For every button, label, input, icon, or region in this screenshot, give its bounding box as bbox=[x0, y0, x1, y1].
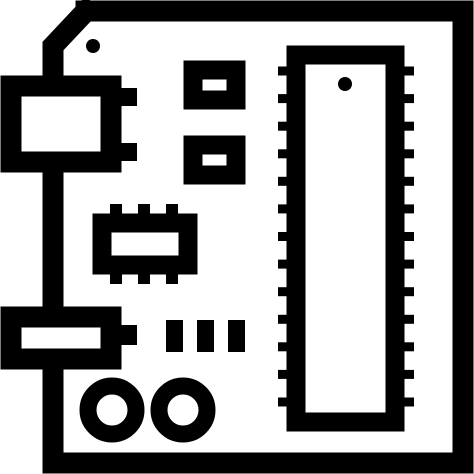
large-ic-chip-pin-right-11 bbox=[394, 342, 414, 352]
large-ic-chip-pin-left-7 bbox=[278, 232, 298, 241]
resistor-bar-1 bbox=[166, 320, 183, 352]
edge-connector-top-pin-1 bbox=[111, 88, 137, 106]
large-ic-chip-body bbox=[286, 45, 405, 432]
large-ic-chip-pin-right-1 bbox=[394, 66, 414, 76]
large-ic-chip-pin-left-5 bbox=[278, 176, 298, 186]
large-ic-chip-pin-right-3 bbox=[394, 121, 414, 131]
resistor-bar-2 bbox=[197, 320, 214, 352]
small-chip-pin-bottom-2 bbox=[138, 264, 150, 284]
large-ic-chip-pin-left-13 bbox=[278, 397, 298, 407]
edge-connector-bottom-pin bbox=[111, 325, 137, 345]
small-chip-pin-top-3 bbox=[166, 204, 178, 224]
component-pad-middle bbox=[183, 135, 246, 185]
small-chip-pin-top-1 bbox=[110, 204, 122, 224]
small-chip bbox=[92, 204, 198, 284]
large-ic-chip-pin-left-11 bbox=[278, 342, 298, 352]
large-ic-chip-pin-right-12 bbox=[394, 369, 414, 379]
large-ic-chip-pin-left-9 bbox=[278, 287, 298, 297]
large-ic-chip-pin-left-3 bbox=[278, 121, 298, 131]
small-chip-body bbox=[92, 213, 198, 275]
large-ic-chip-pin-right-13 bbox=[394, 397, 414, 407]
large-ic-chip-pin-left-6 bbox=[278, 204, 298, 214]
large-ic-chip-pin-left-10 bbox=[278, 314, 298, 324]
edge-connector-top bbox=[0, 75, 122, 173]
large-ic-chip-pin-right-10 bbox=[394, 314, 414, 324]
resistor-bar-3 bbox=[228, 320, 245, 352]
large-ic-chip-pin-right-2 bbox=[394, 94, 414, 104]
small-chip-pin-top-2 bbox=[138, 204, 150, 224]
board-outline bbox=[42, 0, 474, 474]
large-ic-chip-pin-left-12 bbox=[278, 369, 298, 379]
large-ic-chip-pin-left-8 bbox=[278, 259, 298, 269]
large-ic-chip-pin-left-2 bbox=[278, 94, 298, 104]
large-ic-chip-pin-right-6 bbox=[394, 204, 414, 214]
large-ic-chip-pin-right-7 bbox=[394, 232, 414, 241]
small-chip-pin-bottom-1 bbox=[110, 264, 122, 284]
capacitor-circle-right bbox=[150, 377, 216, 443]
large-ic-chip-pin-right-5 bbox=[394, 176, 414, 186]
edge-connector-bottom bbox=[0, 306, 122, 370]
large-ic-chip bbox=[278, 45, 414, 432]
mounting-hole-dot bbox=[86, 39, 100, 53]
large-ic-chip-pin-right-4 bbox=[394, 149, 414, 159]
small-chip-pin-bottom-3 bbox=[166, 264, 178, 284]
capacitor-circle-left bbox=[79, 377, 145, 443]
large-ic-chip-pin-left-1 bbox=[278, 66, 298, 76]
large-ic-chip-pin-right-8 bbox=[394, 259, 414, 269]
large-ic-chip-pin-left-4 bbox=[278, 149, 298, 159]
component-pad-top bbox=[183, 60, 246, 110]
large-ic-chip-pin-right-9 bbox=[394, 287, 414, 297]
large-ic-chip-notch-dot bbox=[338, 77, 352, 91]
edge-connector-top-pin-2 bbox=[111, 143, 137, 161]
